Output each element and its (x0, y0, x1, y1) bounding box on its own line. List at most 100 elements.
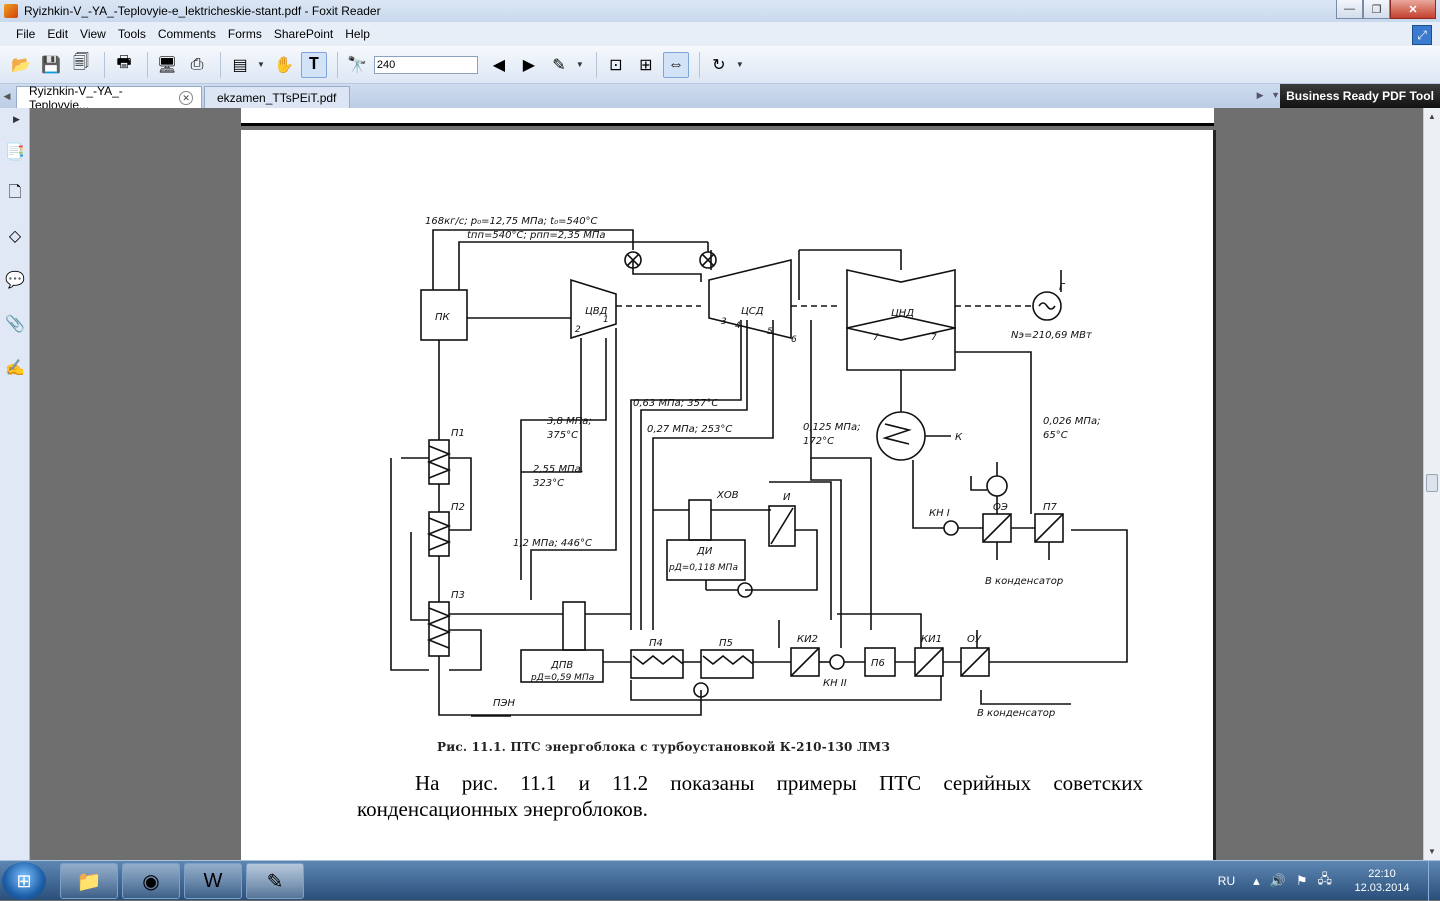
scroll-down-icon[interactable]: ▼ (1428, 847, 1436, 856)
tray-arrow-icon[interactable]: ▴ (1253, 873, 1260, 888)
diagram-label-cvd: ЦВД (585, 306, 608, 317)
network-icon[interactable]: 🖧 (1317, 871, 1333, 886)
diagram-label-p4: П4 (649, 638, 663, 649)
chevron-down-icon[interactable]: ▼ (575, 60, 584, 69)
foxit-icon[interactable]: ✎ (246, 863, 304, 899)
screen-icon[interactable]: 🖥 (156, 56, 178, 74)
print-icon[interactable]: 🖶 (116, 54, 132, 71)
diagram-label-n7a: 7 (873, 333, 879, 343)
close-icon[interactable]: ✕ (179, 90, 193, 105)
diagram-label-reheat: tпп=540°С; pпп=2,35 МПа (467, 230, 606, 241)
maximize-button[interactable]: ❐ (1363, 0, 1390, 19)
scroll-up-icon[interactable]: ▲ (1428, 112, 1436, 121)
chevron-down-icon[interactable]: ▼ (735, 60, 744, 69)
hand-icon[interactable]: ✋ (273, 56, 294, 74)
diagram-label-n1: 1 (603, 315, 609, 325)
diagram-label-extraction-6-temp: 172°С (803, 436, 834, 447)
diagram-label-extraction-4: 0,63 МПа; 357°С (633, 398, 718, 409)
taskbar: ⊞ 📁 ◉ W ✎ RU ▴ 🔊 ⚑ 🖧 22:10 12.03.2014 (0, 860, 1440, 901)
diagram-label-i: И (783, 492, 791, 503)
menu-file[interactable]: File (16, 27, 36, 41)
comments-icon[interactable]: 💬 (5, 272, 25, 289)
fit-width-icon[interactable]: ⇔ (662, 51, 689, 78)
scrollbar-thumb[interactable] (1426, 474, 1438, 492)
prev-result-icon[interactable]: ◀ (492, 56, 506, 74)
tab-document-1[interactable]: Ryizhkin-V_-YA_-Teplovyie... ✕ (16, 84, 202, 112)
title-bar: Ryizhkin-V_-YA_-Teplovyie-e_lektricheski… (0, 0, 1440, 22)
document-tab-bar: ◀ Ryizhkin-V_-YA_-Teplovyie... ✕ ekzamen… (0, 84, 1440, 112)
diagram-label-extraction-7: 0,026 МПа; (1043, 416, 1100, 427)
menu-sharepoint[interactable]: SharePoint (273, 27, 334, 41)
vertical-scrollbar[interactable]: ▲ ▼ (1423, 108, 1440, 860)
scan-icon[interactable]: ⎙ (190, 55, 204, 73)
menu-comments[interactable]: Comments (157, 27, 216, 41)
diagram-label-to-condenser-1: В конденсатор (985, 576, 1063, 587)
diagram-label-p1: П1 (451, 428, 465, 439)
diagram-label-extraction-6: 0,125 МПа; (803, 422, 860, 433)
explorer-icon[interactable]: 📁 (60, 863, 118, 899)
save-icon[interactable]: 💾 (41, 56, 61, 74)
diagram-label-extraction-1-temp: 375°С (547, 430, 578, 441)
minimize-button[interactable]: — (1336, 0, 1363, 19)
select-text-icon[interactable]: 𝐓 (300, 51, 327, 78)
save-all-icon[interactable]: 🗐 (73, 54, 89, 71)
next-result-icon[interactable]: ▶ (522, 56, 536, 74)
diagram-label-extraction-7-temp: 65°С (1043, 430, 1068, 441)
clock-time: 22:10 (1368, 868, 1396, 880)
promo-banner[interactable]: Business Ready PDF Tool (1280, 84, 1440, 108)
body-paragraph: На рис. 11.1 и 11.2 показаны примеры ПТС… (357, 771, 1143, 821)
update-icon[interactable]: ⤢ (1412, 25, 1432, 45)
window-title: Ryizhkin-V_-YA_-Teplovyie-e_lektricheski… (24, 4, 381, 18)
diagram-label-oe: ОЭ (993, 502, 1008, 513)
word-icon[interactable]: W (184, 863, 242, 899)
menu-edit[interactable]: Edit (47, 27, 69, 41)
diagram-label-p6: П6 (871, 658, 885, 669)
pages-icon[interactable]: 🗋 (8, 183, 22, 201)
expand-panel-icon[interactable]: ▶ (13, 114, 20, 124)
diagram-label-cnd: ЦНД (891, 308, 914, 319)
diagram-label-di: ДИ (696, 546, 713, 557)
tab-document-2[interactable]: ekzamen_TTsPEiT.pdf (204, 86, 350, 108)
chevron-down-icon[interactable]: ▼ (257, 60, 265, 69)
clock[interactable]: 22:10 12.03.2014 (1342, 867, 1422, 895)
signatures-icon[interactable]: ✍ (5, 360, 25, 377)
menu-view[interactable]: View (80, 27, 106, 41)
tab-scroll-left-icon[interactable]: ◀ (3, 90, 11, 101)
menu-help[interactable]: Help (345, 27, 370, 41)
page-icon[interactable]: ▤ (232, 56, 248, 74)
diagram-label-pk: ПК (435, 312, 451, 323)
find-icon[interactable]: 🔭 (346, 56, 367, 74)
diagram-label-k: К (955, 432, 963, 443)
document-view[interactable]: 168кг/с; p₀=12,75 МПа; t₀=540°С tпп=540°… (31, 108, 1423, 870)
start-button[interactable]: ⊞ (2, 862, 46, 900)
layers-icon[interactable]: ◇ (8, 228, 22, 245)
diagram-label-ki2: КИ2 (797, 634, 818, 645)
menu-forms[interactable]: Forms (227, 27, 262, 41)
bookmarks-icon[interactable]: 📑 (5, 144, 25, 161)
open-icon[interactable]: 📂 (11, 56, 31, 74)
attachments-icon[interactable]: 📎 (5, 316, 25, 333)
language-indicator[interactable]: RU (1217, 874, 1236, 888)
diagram-label-generator: Г (1059, 282, 1066, 293)
diagram-label-p3: П3 (451, 590, 465, 601)
search-input[interactable] (373, 55, 478, 74)
menu-tools[interactable]: Tools (117, 27, 146, 41)
volume-icon[interactable]: 🔊 (1269, 873, 1286, 888)
close-button[interactable]: ✕ (1390, 0, 1436, 19)
previous-page-bottom (241, 108, 1214, 126)
tab-label: ekzamen_TTsPEiT.pdf (217, 90, 337, 105)
show-desktop-button[interactable] (1428, 861, 1440, 901)
tab-scroll-right-icon[interactable]: ▶ ▼ (1256, 90, 1280, 100)
navigation-panel: ▶ 📑 🗋 ◇ 💬 📎 ✍ (0, 108, 30, 860)
rotate-icon[interactable]: ↻ (712, 56, 726, 74)
actual-size-icon[interactable]: ⊡ (609, 56, 623, 74)
flag-icon[interactable]: ⚑ (1295, 873, 1308, 888)
chrome-icon[interactable]: ◉ (122, 863, 180, 899)
diagram-label-ki1: КИ1 (921, 634, 942, 645)
fit-page-icon[interactable]: ⊞ (639, 56, 653, 74)
figure-caption: Рис. 11.1. ПТС энергоблока с турбоустано… (437, 740, 891, 754)
clear-icon[interactable]: ✎ (552, 56, 566, 74)
diagram-label-n2: 2 (575, 325, 581, 335)
toolbar-separator (220, 51, 221, 78)
menu-bar: File Edit View Tools Comments Forms Shar… (0, 22, 1440, 46)
